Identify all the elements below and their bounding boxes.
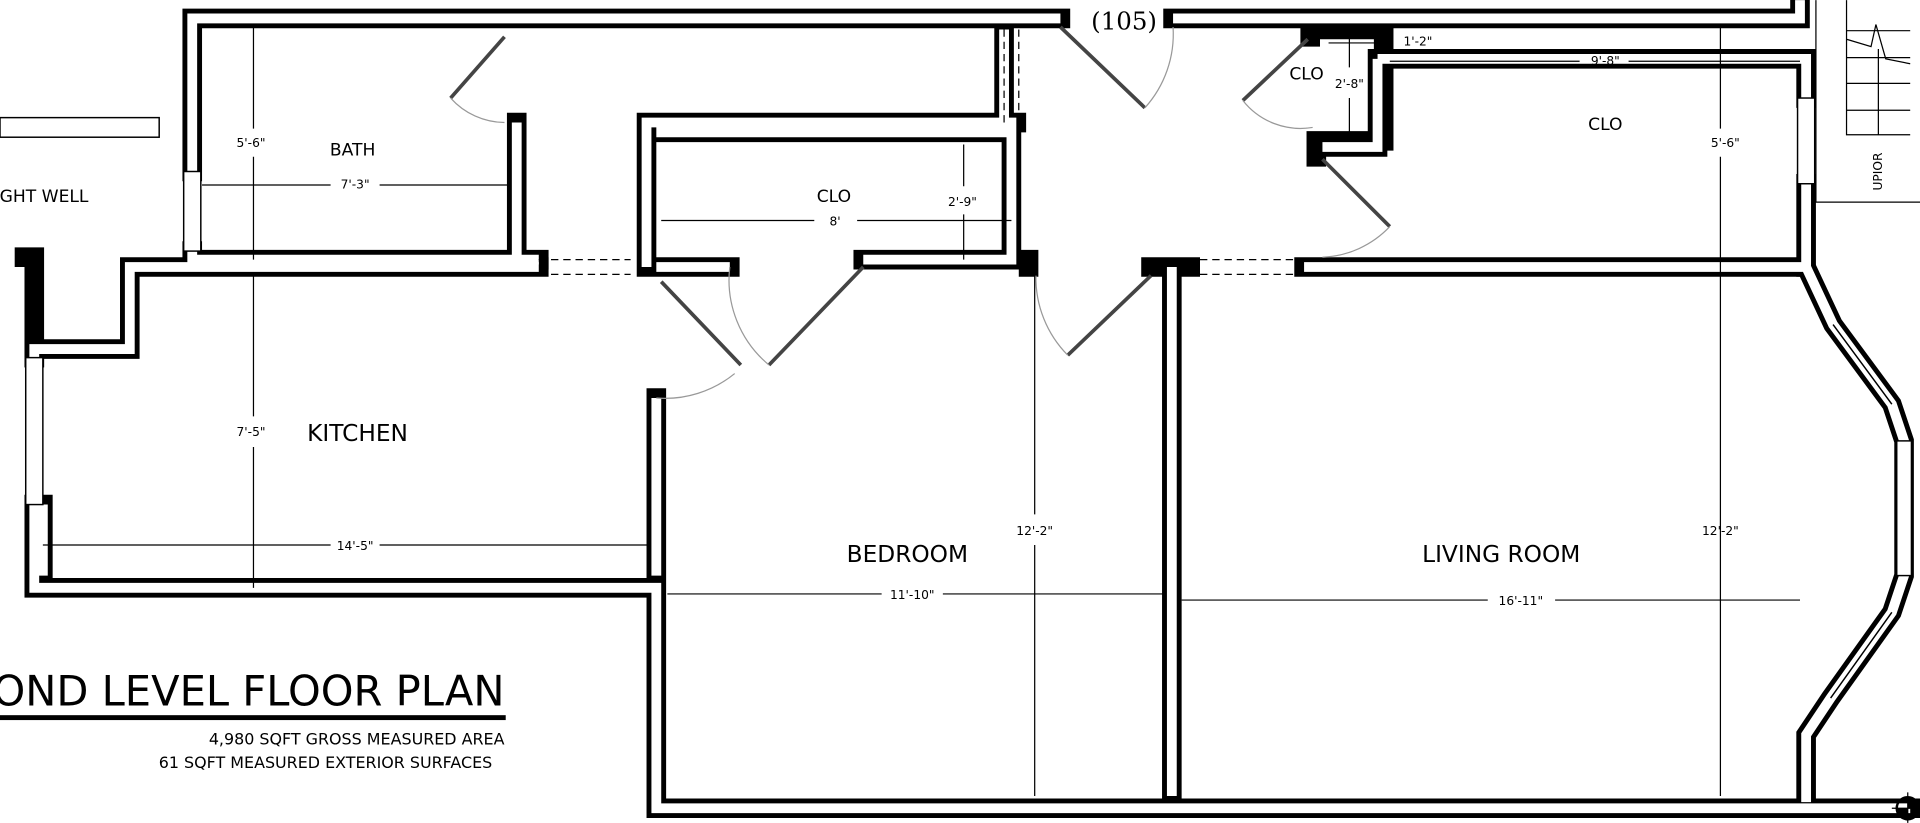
dimension-lines: [42, 27, 1800, 796]
window: [182, 170, 202, 252]
window: [1796, 97, 1816, 185]
room-label-bedroom: BEDROOM: [847, 541, 968, 568]
dim-label: 7'-5": [237, 425, 266, 439]
plan-title: OND LEVEL FLOOR PLAN: [0, 666, 504, 715]
dim-label: 5'-6": [237, 136, 266, 150]
dim-label: 2'-8": [1335, 77, 1364, 91]
stair-label: UPIOR: [1871, 152, 1885, 191]
stairs: UPIOR: [1815, 0, 1920, 203]
room-label-closet: CLO: [817, 187, 851, 207]
dim-label: 5'-6": [1711, 136, 1740, 150]
window: [0, 116, 160, 138]
dim-label: 1'-2": [1403, 34, 1432, 48]
room-label-closet-small: CLO: [1289, 65, 1323, 85]
room-label-kitchen: KITCHEN: [307, 420, 408, 447]
dim-label: 2'-9": [948, 195, 977, 209]
dim-label: 7'-3": [341, 178, 370, 192]
north-marker-icon: [1891, 792, 1920, 823]
exterior-area: 61 SQFT MEASURED EXTERIOR SURFACES: [159, 753, 493, 772]
windows: [0, 97, 1913, 699]
dim-label: 12'-2": [1016, 524, 1053, 538]
window: [24, 356, 44, 506]
walls: [14, 0, 1920, 819]
dim-label: 11'-10": [890, 588, 935, 602]
dim-label: 16'-11": [1499, 594, 1544, 608]
room-label-light-well: LIGHT WELL: [0, 187, 89, 207]
room-label-bath: BATH: [330, 141, 375, 161]
doors: [449, 25, 1392, 399]
gross-area: 4,980 SQFT GROSS MEASURED AREA: [209, 730, 505, 749]
dim-label: 14'-5": [337, 539, 374, 553]
room-label-closet-right: CLO: [1588, 115, 1622, 135]
title-underline: [0, 715, 506, 721]
dim-label: 8': [830, 214, 841, 228]
dimension-labels: 5'-6" 7'-3" 8' 2'-9" 7'-5" 14'-5" 12'-2"…: [237, 34, 1740, 608]
dim-label: 12'-2": [1702, 524, 1739, 538]
room-label-living-room: LIVING ROOM: [1422, 541, 1580, 568]
dim-label: 9'-8": [1591, 54, 1620, 68]
unit-number: (105): [1091, 6, 1157, 35]
